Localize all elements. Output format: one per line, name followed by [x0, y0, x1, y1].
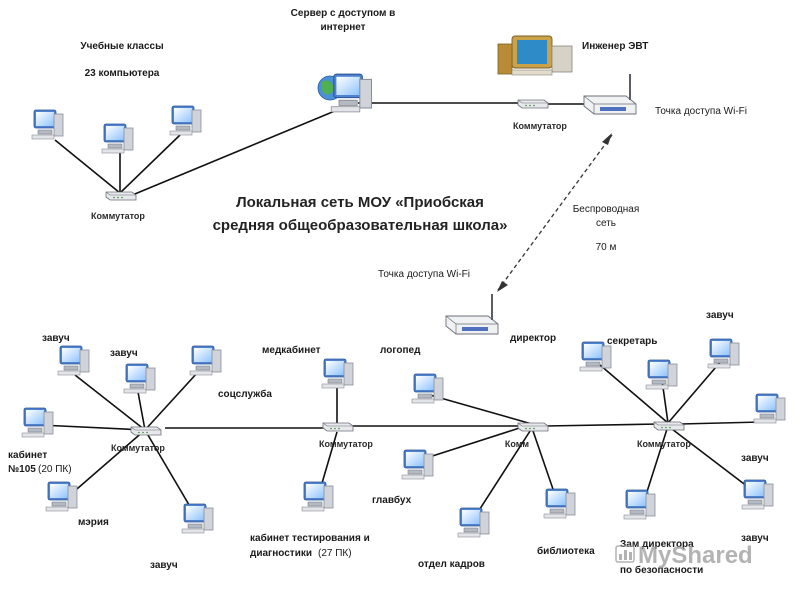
pc-icon	[45, 481, 78, 512]
secretary-label: секретарь	[607, 336, 657, 347]
switch-label: Коммутатор	[513, 121, 567, 131]
pc-icon	[169, 105, 202, 136]
zavuch-label: завуч	[42, 333, 70, 344]
switch-label-partial: Комм	[505, 439, 530, 449]
switch-icon	[130, 426, 162, 436]
zavuch-label: завуч	[741, 533, 769, 544]
diagram-title-line-2: средняя общеобразовательная школа»	[213, 217, 508, 234]
switch-icon	[105, 191, 137, 201]
testing-label-line-1: кабинет тестирования и	[250, 532, 370, 544]
pc-icon	[543, 488, 576, 519]
director-label: директор	[510, 333, 556, 344]
pc-icon	[301, 481, 334, 512]
pc-icon	[31, 109, 64, 140]
wireless-label-line-2: сеть	[596, 218, 616, 229]
zavuch-label: завуч	[741, 453, 769, 464]
pc-icon	[123, 363, 156, 394]
testing-count: (27 ПК)	[318, 548, 352, 559]
pc-icon	[707, 338, 740, 369]
pc-icon	[401, 449, 434, 480]
wifi-access-point-icon	[445, 293, 499, 335]
glavbuh-label: главбух	[372, 494, 412, 506]
cabinet-105-label-line-2: №105	[8, 464, 36, 475]
cabinet-105-label-line-1: кабинет	[8, 449, 47, 461]
pc-icon	[753, 393, 786, 424]
wifi-access-point-icon	[583, 73, 637, 115]
pc-icon	[181, 503, 214, 534]
watermark-text: MyShared	[638, 542, 753, 569]
pc-icon	[57, 345, 90, 376]
diagram-title-line-1: Локальная сеть МОУ «Приобская	[236, 194, 484, 211]
server-icon	[317, 73, 373, 113]
medkabinet-label: медкабинет	[262, 344, 321, 356]
wireless-label-line-1: Беспроводная	[573, 204, 640, 215]
wireless-arrow-bottom	[497, 281, 508, 292]
switch-label: Коммутатор	[319, 439, 373, 449]
pc-icon	[741, 479, 774, 510]
switch-label: Коммутатор	[637, 439, 691, 449]
pc-icon	[645, 359, 678, 390]
deputy-director-label-line-2: по безопасности	[620, 564, 703, 576]
switch-icon	[322, 422, 354, 432]
pc-icon	[321, 358, 354, 389]
access-point-mid-label: Точка доступа Wi-Fi	[378, 269, 470, 280]
pc-icon	[623, 489, 656, 520]
access-point-top-label: Точка доступа Wi-Fi	[655, 106, 747, 117]
zavuch-label: завуч	[706, 310, 734, 321]
watermark-logo: MyShared	[615, 542, 753, 569]
switch-label: Коммутатор	[91, 211, 145, 221]
switch-icon	[517, 422, 549, 432]
deputy-director-label-line-1: Зам директора	[620, 539, 694, 550]
engineer-pc-icon	[497, 35, 573, 76]
hr-department-label: отдел кадров	[418, 559, 485, 570]
zavuch-label: завуч	[110, 348, 138, 359]
switch-icon	[653, 421, 685, 431]
pc-icon	[21, 407, 54, 438]
pc-icon	[457, 507, 490, 538]
switch-icon	[517, 99, 549, 109]
server-label-line-2: интернет	[320, 22, 365, 33]
wires	[39, 102, 763, 516]
zavuch-label: завуч	[150, 560, 178, 571]
switch-label: Коммутатор	[111, 443, 165, 453]
socservice-label: соцслужба	[218, 388, 272, 400]
pc-icon	[189, 345, 222, 376]
engineer-label: Инженер ЭВТ	[582, 41, 648, 52]
wireless-label-line-3: 70 м	[596, 242, 617, 253]
cabinet-105-count: (20 ПК)	[38, 464, 72, 475]
library-label: библиотека	[537, 545, 595, 557]
server-label-line-1: Сервер с доступом в	[291, 8, 396, 19]
logoped-label: логопед	[380, 345, 421, 356]
meria-label: мэрия	[78, 517, 109, 528]
pc-icon	[411, 373, 444, 404]
testing-label-line-2: диагностики	[250, 548, 312, 559]
pc-icon	[101, 123, 134, 154]
wireless-arrow-top	[602, 133, 612, 145]
classes-label: Учебные классы	[80, 40, 163, 52]
classes-count-label: 23 компьютера	[85, 68, 160, 79]
